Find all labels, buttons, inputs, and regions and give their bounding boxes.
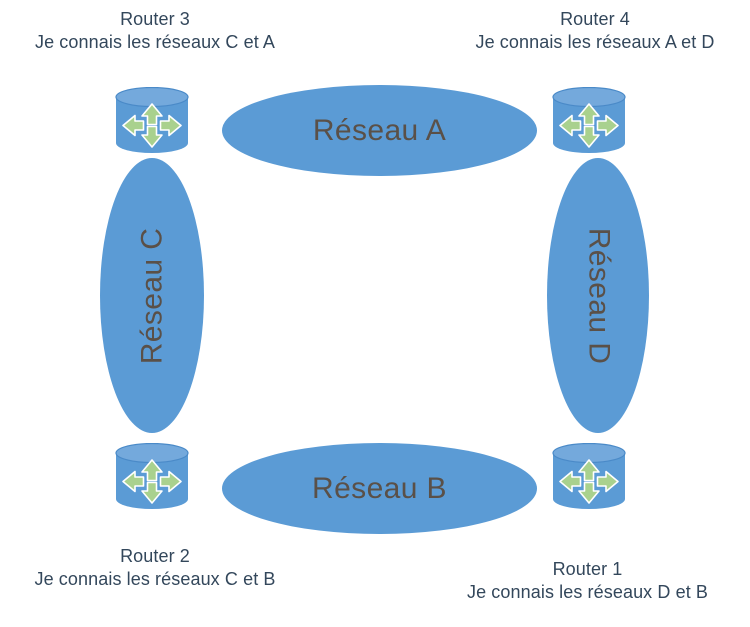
- router-name-router-2: Router 2: [120, 546, 190, 566]
- router-description-router-1: Je connais les réseaux D et B: [466, 582, 709, 603]
- router-icon-router-3: [114, 87, 190, 153]
- router-icon-router-4: [551, 87, 627, 153]
- router-name-router-4: Router 4: [560, 9, 630, 29]
- router-four-way-arrow: [559, 459, 619, 504]
- router-description-router-3: Je connais les réseaux C et A: [34, 32, 276, 53]
- router-four-way-arrow: [122, 459, 182, 504]
- router-label-router-3: Router 3 Je connais les réseaux C et A: [0, 8, 310, 55]
- network-ellipse-d: Réseau D: [547, 158, 649, 433]
- router-icon-router-1: [551, 443, 627, 509]
- router-label-router-2: Router 2 Je connais les réseaux C et B: [0, 545, 310, 592]
- router-description-router-2: Je connais les réseaux C et B: [34, 569, 276, 590]
- network-label-a: Réseau A: [312, 113, 447, 147]
- router-label-router-4: Router 4 Je connais les réseaux A et D: [440, 8, 750, 55]
- network-label-d: Réseau D: [582, 227, 616, 364]
- router-icon-router-2: [114, 443, 190, 509]
- network-ellipse-a: Réseau A: [222, 85, 537, 176]
- router-name-router-3: Router 3: [120, 9, 190, 29]
- router-label-router-1: Router 1 Je connais les réseaux D et B: [425, 558, 750, 605]
- router-name-router-1: Router 1: [552, 559, 623, 579]
- router-description-router-4: Je connais les réseaux A et D: [475, 32, 715, 53]
- network-label-b: Réseau B: [312, 471, 447, 505]
- network-ellipse-c: Réseau C: [100, 158, 204, 433]
- network-label-c: Réseau C: [135, 227, 169, 364]
- router-four-way-arrow: [559, 103, 619, 148]
- network-ellipse-b: Réseau B: [222, 443, 537, 534]
- router-four-way-arrow: [122, 103, 182, 148]
